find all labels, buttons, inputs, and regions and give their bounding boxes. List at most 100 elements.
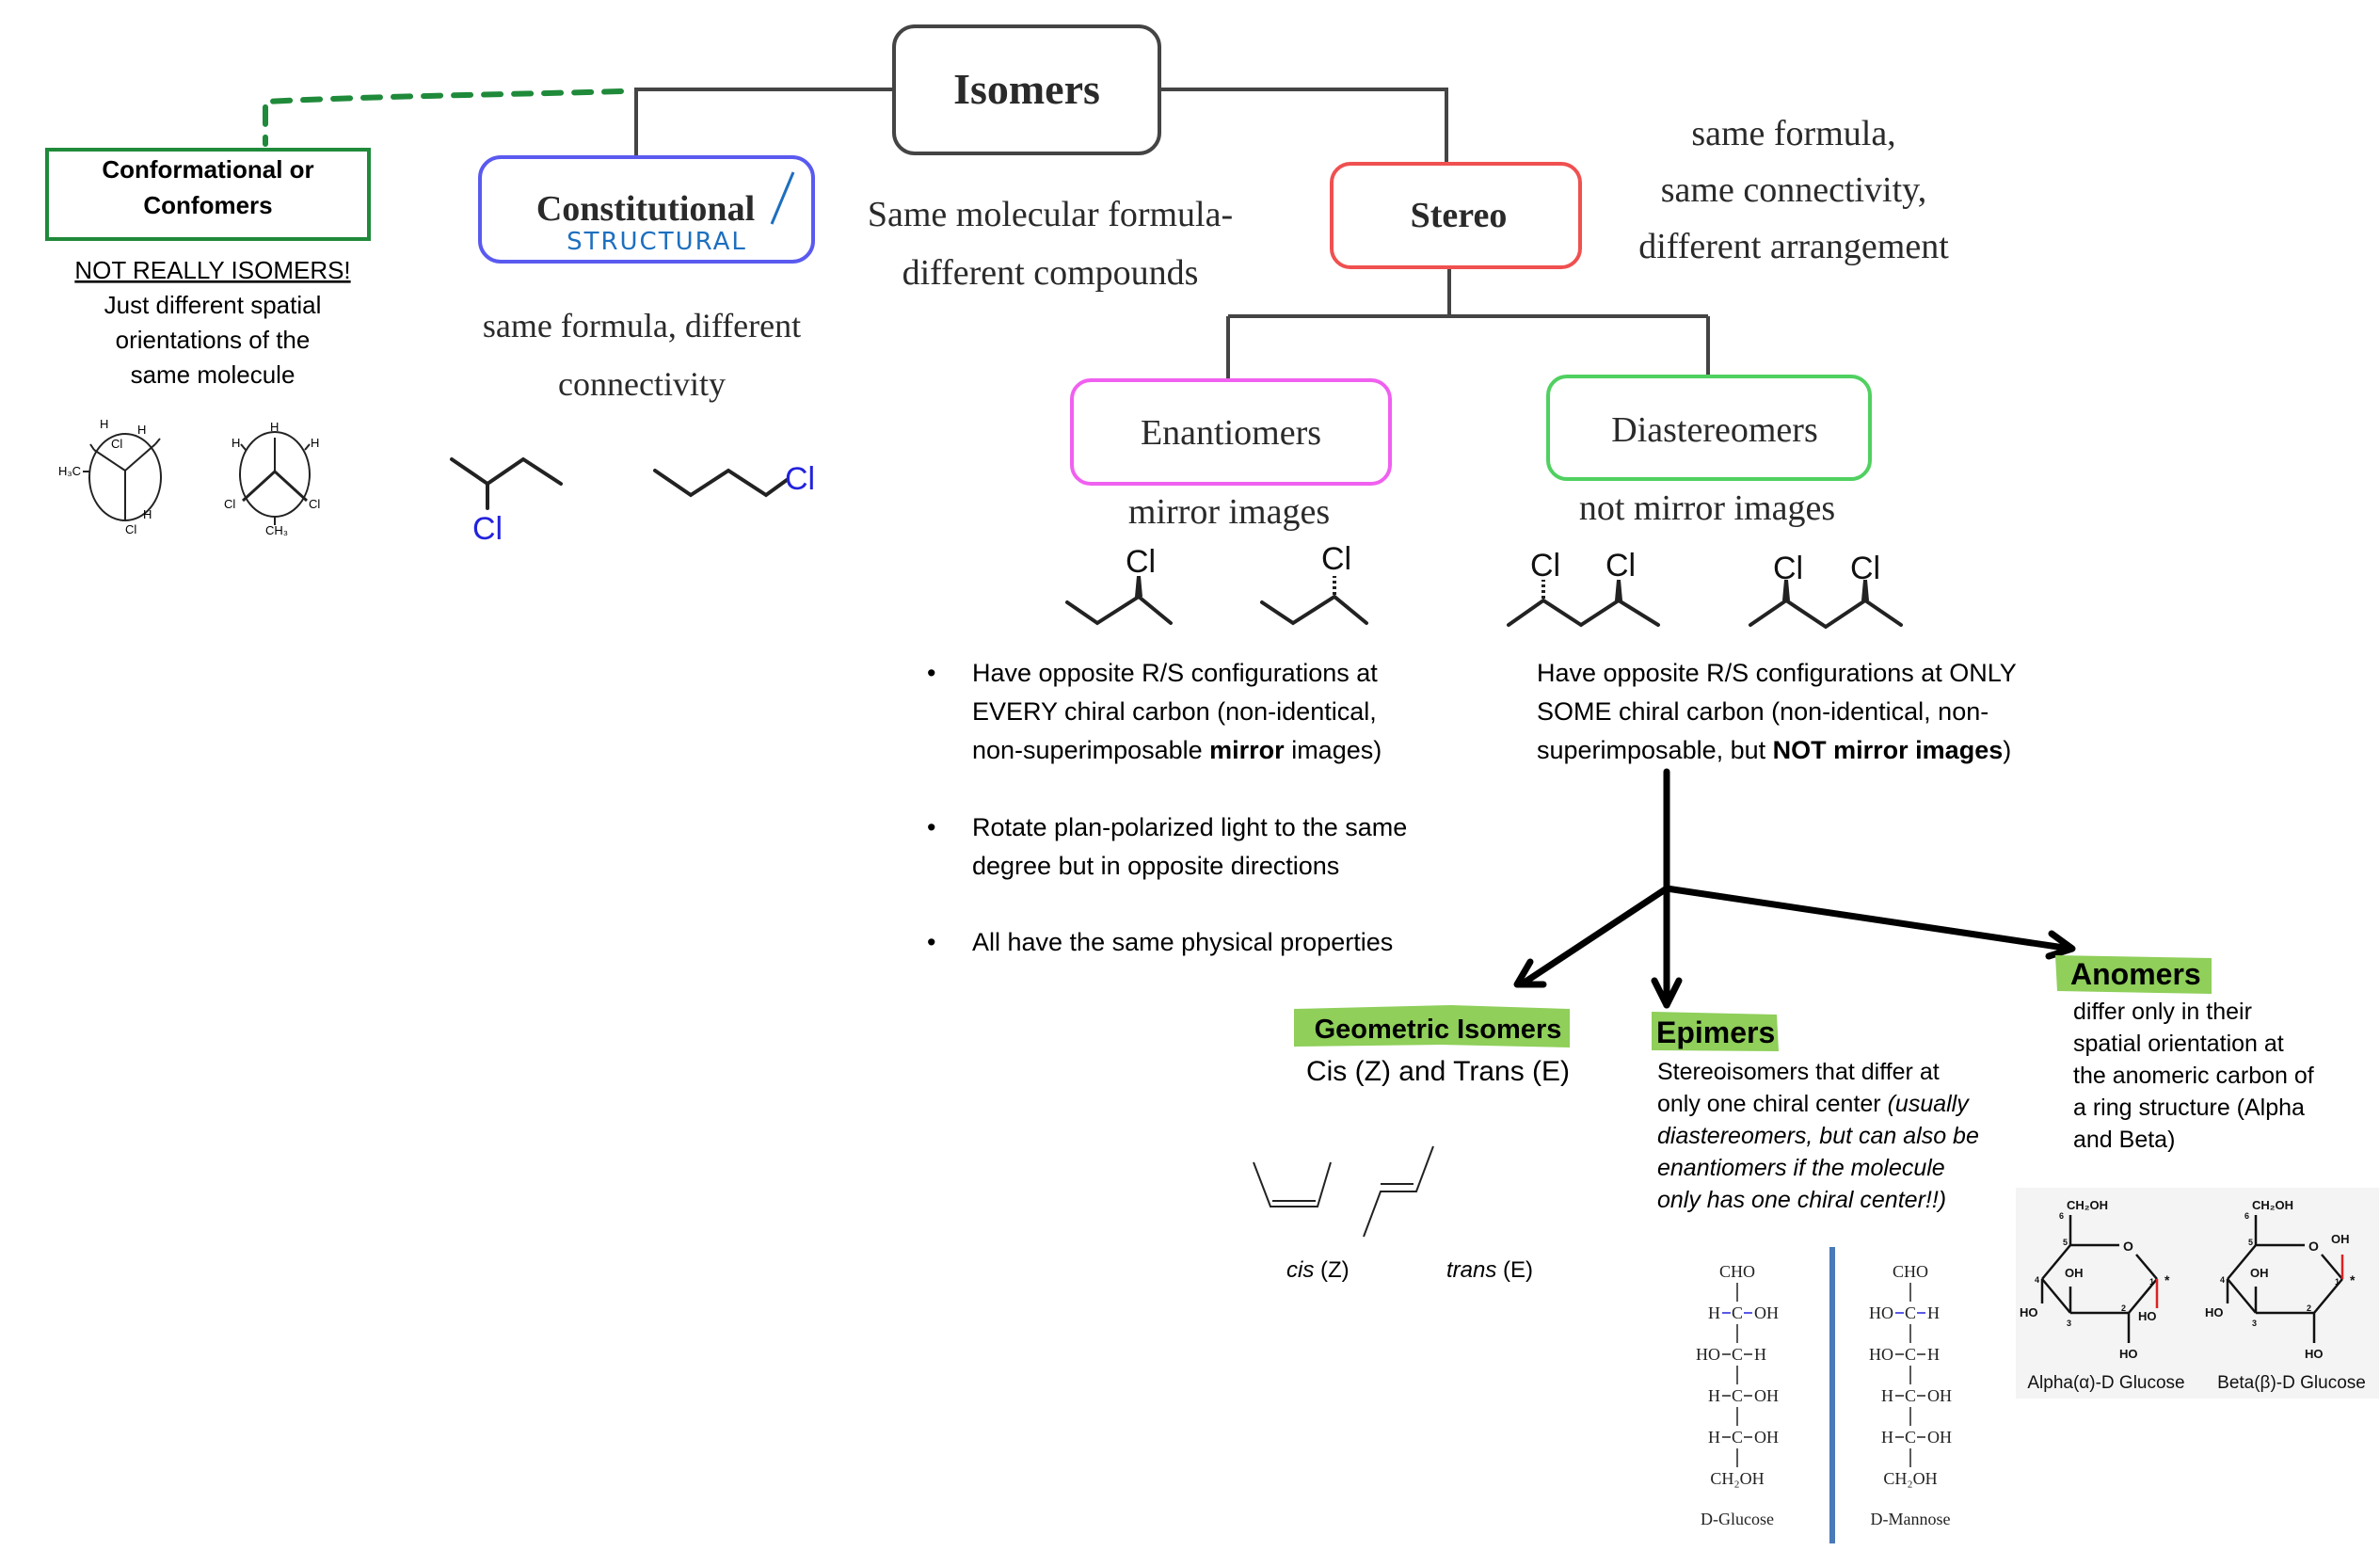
fischer-carbon: C <box>1732 1428 1743 1447</box>
molecule-cis-alkene <box>1253 1161 1332 1207</box>
node-isomers[interactable]: Isomers <box>892 24 1161 155</box>
newman1-label: Cl <box>111 437 122 451</box>
arrowhead-geometric <box>1513 958 1547 988</box>
fischer-group: CH₂OH <box>1883 1469 1937 1488</box>
branch-arrows <box>1513 768 2076 1009</box>
newman2-label: H <box>270 420 279 434</box>
haworth-panel <box>2016 1188 2379 1399</box>
slash-mark <box>770 171 795 225</box>
fischer-substituent-left: H <box>1708 1428 1720 1447</box>
ring-bond <box>2135 1254 2158 1280</box>
node-diastereomers[interactable]: Diastereomers <box>1546 375 1872 481</box>
epimers-desc-line: only has one chiral center!!) <box>1657 1187 1946 1213</box>
enantiomer-bullets: • Have opposite R/S configurations at EV… <box>927 659 1407 956</box>
diastereomer-description: Have opposite R/S configurations at ONLY… <box>1537 659 2017 764</box>
haworth-ho-bottom: HO <box>2305 1347 2324 1361</box>
conformational-note-line: Just different spatial <box>104 291 322 319</box>
haworth-ho-left: HO <box>2020 1305 2038 1319</box>
ring-number: 6 <box>2059 1211 2064 1221</box>
newman2-label: Cl <box>224 497 235 511</box>
isomers-box <box>892 24 1161 155</box>
anomers-desc-line: and Beta) <box>2073 1127 2175 1153</box>
ring-number: 6 <box>2244 1211 2249 1221</box>
geometric-title: Geometric Isomers <box>1315 1015 1562 1045</box>
epimers-desc-line: enantiomers if the molecule <box>1657 1155 1945 1181</box>
molecule-trans-alkene <box>1363 1145 1434 1238</box>
fischer-substituent-left: HO <box>1869 1345 1893 1364</box>
fischer-substituent-left: H <box>1708 1386 1720 1405</box>
fischer-substituent-left: HO <box>1869 1303 1893 1322</box>
ring-bond <box>2227 1278 2257 1314</box>
fischer-substituent-left: H <box>1881 1386 1893 1405</box>
molecule-diastereomer-1: Cl Cl <box>1507 548 1660 628</box>
anomers-desc-line: spatial orientation at <box>2073 1031 2284 1057</box>
ring-bond <box>2321 1254 2343 1280</box>
haworth-ho-left: HO <box>2205 1305 2224 1319</box>
fischer-group: CHO <box>1893 1262 1928 1281</box>
diastereomers-subtitle: not mirror images <box>1579 488 1835 528</box>
fischer-carbon: C <box>1905 1303 1916 1322</box>
enantiomers-subtitle: mirror images <box>1128 492 1330 532</box>
cis-label: cis (Z) <box>1286 1257 1350 1283</box>
epimers-desc-line: only one chiral center (usually <box>1657 1091 1970 1117</box>
node-conformational[interactable]: Conformational or Confomers <box>45 148 371 241</box>
stereo-description-line: different arrangement <box>1638 227 1949 266</box>
chlorine-label: Cl <box>1605 548 1636 584</box>
epimers-highlight <box>1652 1012 1779 1051</box>
bullet-icon: • <box>927 928 935 956</box>
haworth-ho-bottom: HO <box>2119 1347 2138 1361</box>
newman-projection-2: H H H Cl Cl CH₃ <box>224 420 320 537</box>
fischer-substituent-left: H <box>1881 1428 1893 1447</box>
newman1-label: Cl <box>125 522 136 536</box>
chlorine-label: Cl <box>1850 551 1880 586</box>
newman2-label: CH₃ <box>265 523 288 537</box>
molecule-enantiomer-wedge: Cl <box>1065 544 1173 626</box>
node-geometric-isomers[interactable]: Geometric Isomers <box>1294 1005 1570 1047</box>
constitutional-description-line: same formula, different <box>483 307 801 344</box>
node-anomers[interactable]: Anomers <box>2055 955 2212 994</box>
bullet-text: All have the same physical properties <box>972 928 1393 956</box>
chlorine-label: Cl <box>472 511 503 547</box>
bullet-text: Have opposite R/S configurations at <box>972 659 1378 687</box>
ring-number: 1 <box>2149 1277 2154 1287</box>
haworth-oh: OH <box>2250 1266 2269 1280</box>
haworth-anomeric-star: * <box>2164 1272 2170 1287</box>
bullet-text: Rotate plan-polarized light to the same <box>972 813 1407 841</box>
diastereomers-box <box>1546 375 1872 481</box>
fischer-substituent-right: OH <box>1754 1428 1779 1447</box>
molecule-2-chlorobutane: Cl <box>450 456 563 547</box>
anomers-desc-line: a ring structure (Alpha <box>2073 1095 2305 1121</box>
haworth-ring-oxygen: O <box>2123 1239 2133 1254</box>
fischer-carbon: C <box>1732 1345 1743 1364</box>
haworth-ch2oh: CH₂OH <box>2067 1198 2108 1212</box>
constitutional-label: Constitutional <box>536 189 755 229</box>
bullet-text: EVERY chiral carbon (non-identical, <box>972 697 1377 726</box>
tree-connectors <box>634 88 1710 378</box>
node-constitutional[interactable]: Constitutional STRUCTURAL <box>478 155 815 264</box>
ring-bond <box>2227 1244 2257 1280</box>
fischer-substituent-right: H <box>1927 1303 1940 1322</box>
mannose-name: D-Mannose <box>1871 1510 1951 1528</box>
haworth-anomeric-ho: HO <box>2138 1309 2157 1323</box>
diastereomer-desc-line: superimposable, but NOT mirror images) <box>1537 736 2011 764</box>
fischer-substituent-right: OH <box>1927 1428 1952 1447</box>
trans-label: trans (E) <box>1446 1257 1533 1283</box>
bullet-text: degree but in opposite directions <box>972 852 1339 880</box>
anomers-desc-line: differ only in their <box>2073 999 2252 1025</box>
node-epimers[interactable]: Epimers <box>1652 1012 1779 1051</box>
ring-number: 5 <box>2063 1238 2068 1247</box>
newman2-label: Cl <box>309 497 320 511</box>
node-stereo[interactable]: Stereo <box>1330 162 1582 269</box>
chlorine-label: Cl <box>785 461 815 497</box>
ring-number: 3 <box>2252 1319 2257 1328</box>
ring-number: 4 <box>2220 1275 2225 1285</box>
conformational-note-line: same molecule <box>131 360 296 389</box>
node-enantiomers[interactable]: Enantiomers <box>1070 378 1392 486</box>
constitutional-description-line: connectivity <box>558 365 726 403</box>
chlorine-label: Cl <box>1530 548 1560 584</box>
glucose-name: D-Glucose <box>1701 1510 1774 1528</box>
conformational-box <box>45 148 371 241</box>
